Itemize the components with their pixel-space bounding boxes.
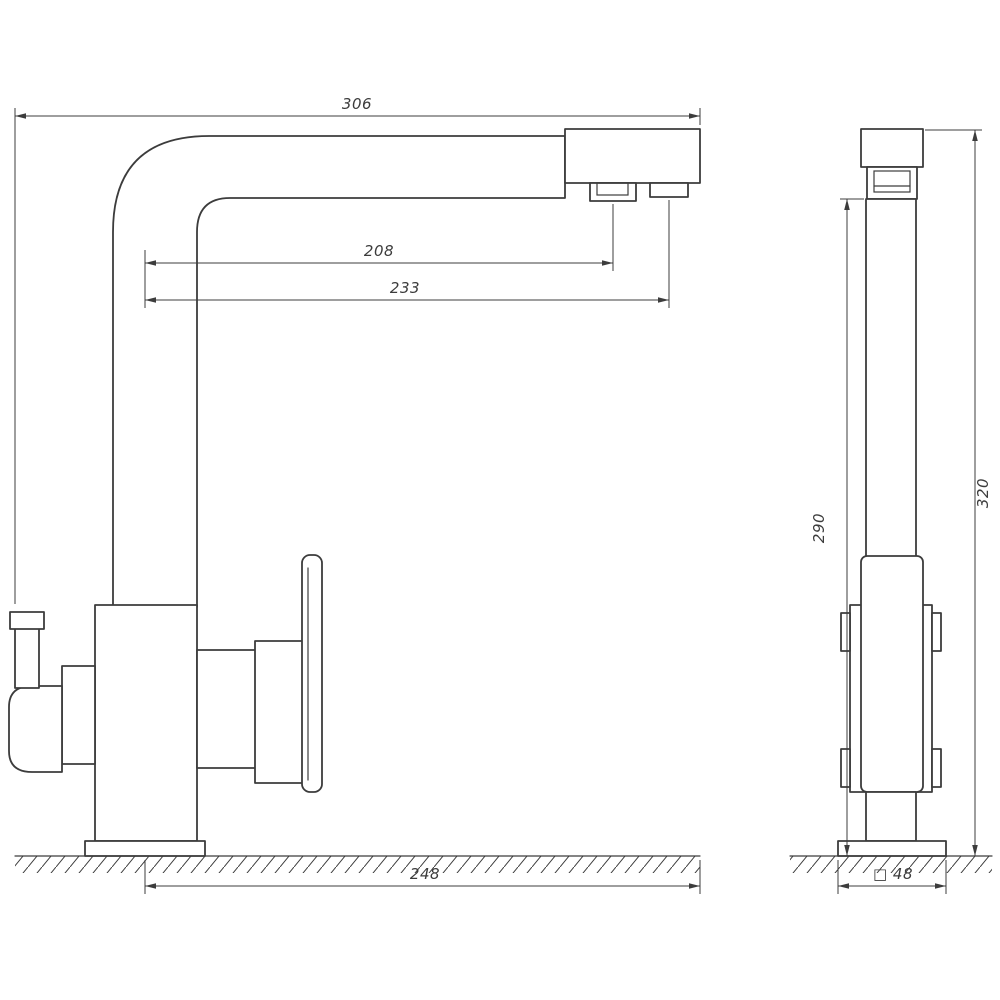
ground-side: [789, 855, 993, 873]
dimension-height-spout-label: 290: [810, 513, 828, 543]
dimension-base-section-label: □ 48: [873, 865, 913, 883]
faucet-body: [94, 604, 198, 842]
dimension-base-depth-label: 248: [410, 865, 440, 883]
side-handle-blade: [860, 555, 924, 793]
ground-hatch-side: [790, 856, 992, 873]
front-view: [8, 128, 701, 857]
side-body-tab-left-upper: [840, 612, 851, 652]
side-spout-cap: [860, 128, 924, 168]
dimension-base-depth: 248: [144, 860, 701, 894]
side-spout-head: [866, 166, 918, 200]
dimension-height-spout: 290: [810, 198, 864, 856]
side-body-tab-right-lower: [931, 748, 942, 788]
dimension-spout-reach-inner-label: 208: [364, 242, 394, 260]
side-view: [837, 128, 947, 857]
dimension-spout-reach-outer-label: 233: [390, 279, 420, 297]
handle-base: [254, 640, 306, 784]
ground-front: [14, 855, 701, 873]
spout-head: [564, 128, 701, 184]
side-body-tab-right-upper: [931, 612, 942, 652]
aerator-nozzle-b: [649, 182, 689, 198]
filter-valve-connector: [61, 665, 96, 765]
spout-tube: [112, 135, 566, 608]
filter-valve-body: [8, 685, 63, 773]
side-spout-head-inner: [873, 170, 911, 193]
dimension-spout-reach-outer: 233: [145, 200, 670, 308]
base-flange: [84, 840, 206, 857]
handle-cartridge: [196, 649, 258, 769]
filter-valve-knob: [9, 611, 45, 630]
dimension-spout-reach-inner: 208: [144, 204, 614, 308]
side-lower-column: [865, 791, 917, 842]
dimension-base-section: □ 48: [837, 860, 947, 894]
dimension-top-width-label: 306: [342, 95, 372, 113]
dimension-top-width: 306: [14, 95, 701, 604]
side-body-tab-left-lower: [840, 748, 851, 788]
aerator-nozzle-a-inner: [596, 182, 629, 196]
ground-hatch-front: [15, 856, 700, 873]
side-base-flange: [837, 840, 947, 857]
filter-valve-stem: [14, 627, 40, 689]
handle-lever-blade: [301, 554, 323, 793]
dimension-height-total: 320: [925, 129, 992, 856]
dimension-height-total-label: 320: [974, 478, 992, 508]
side-column: [865, 198, 917, 606]
